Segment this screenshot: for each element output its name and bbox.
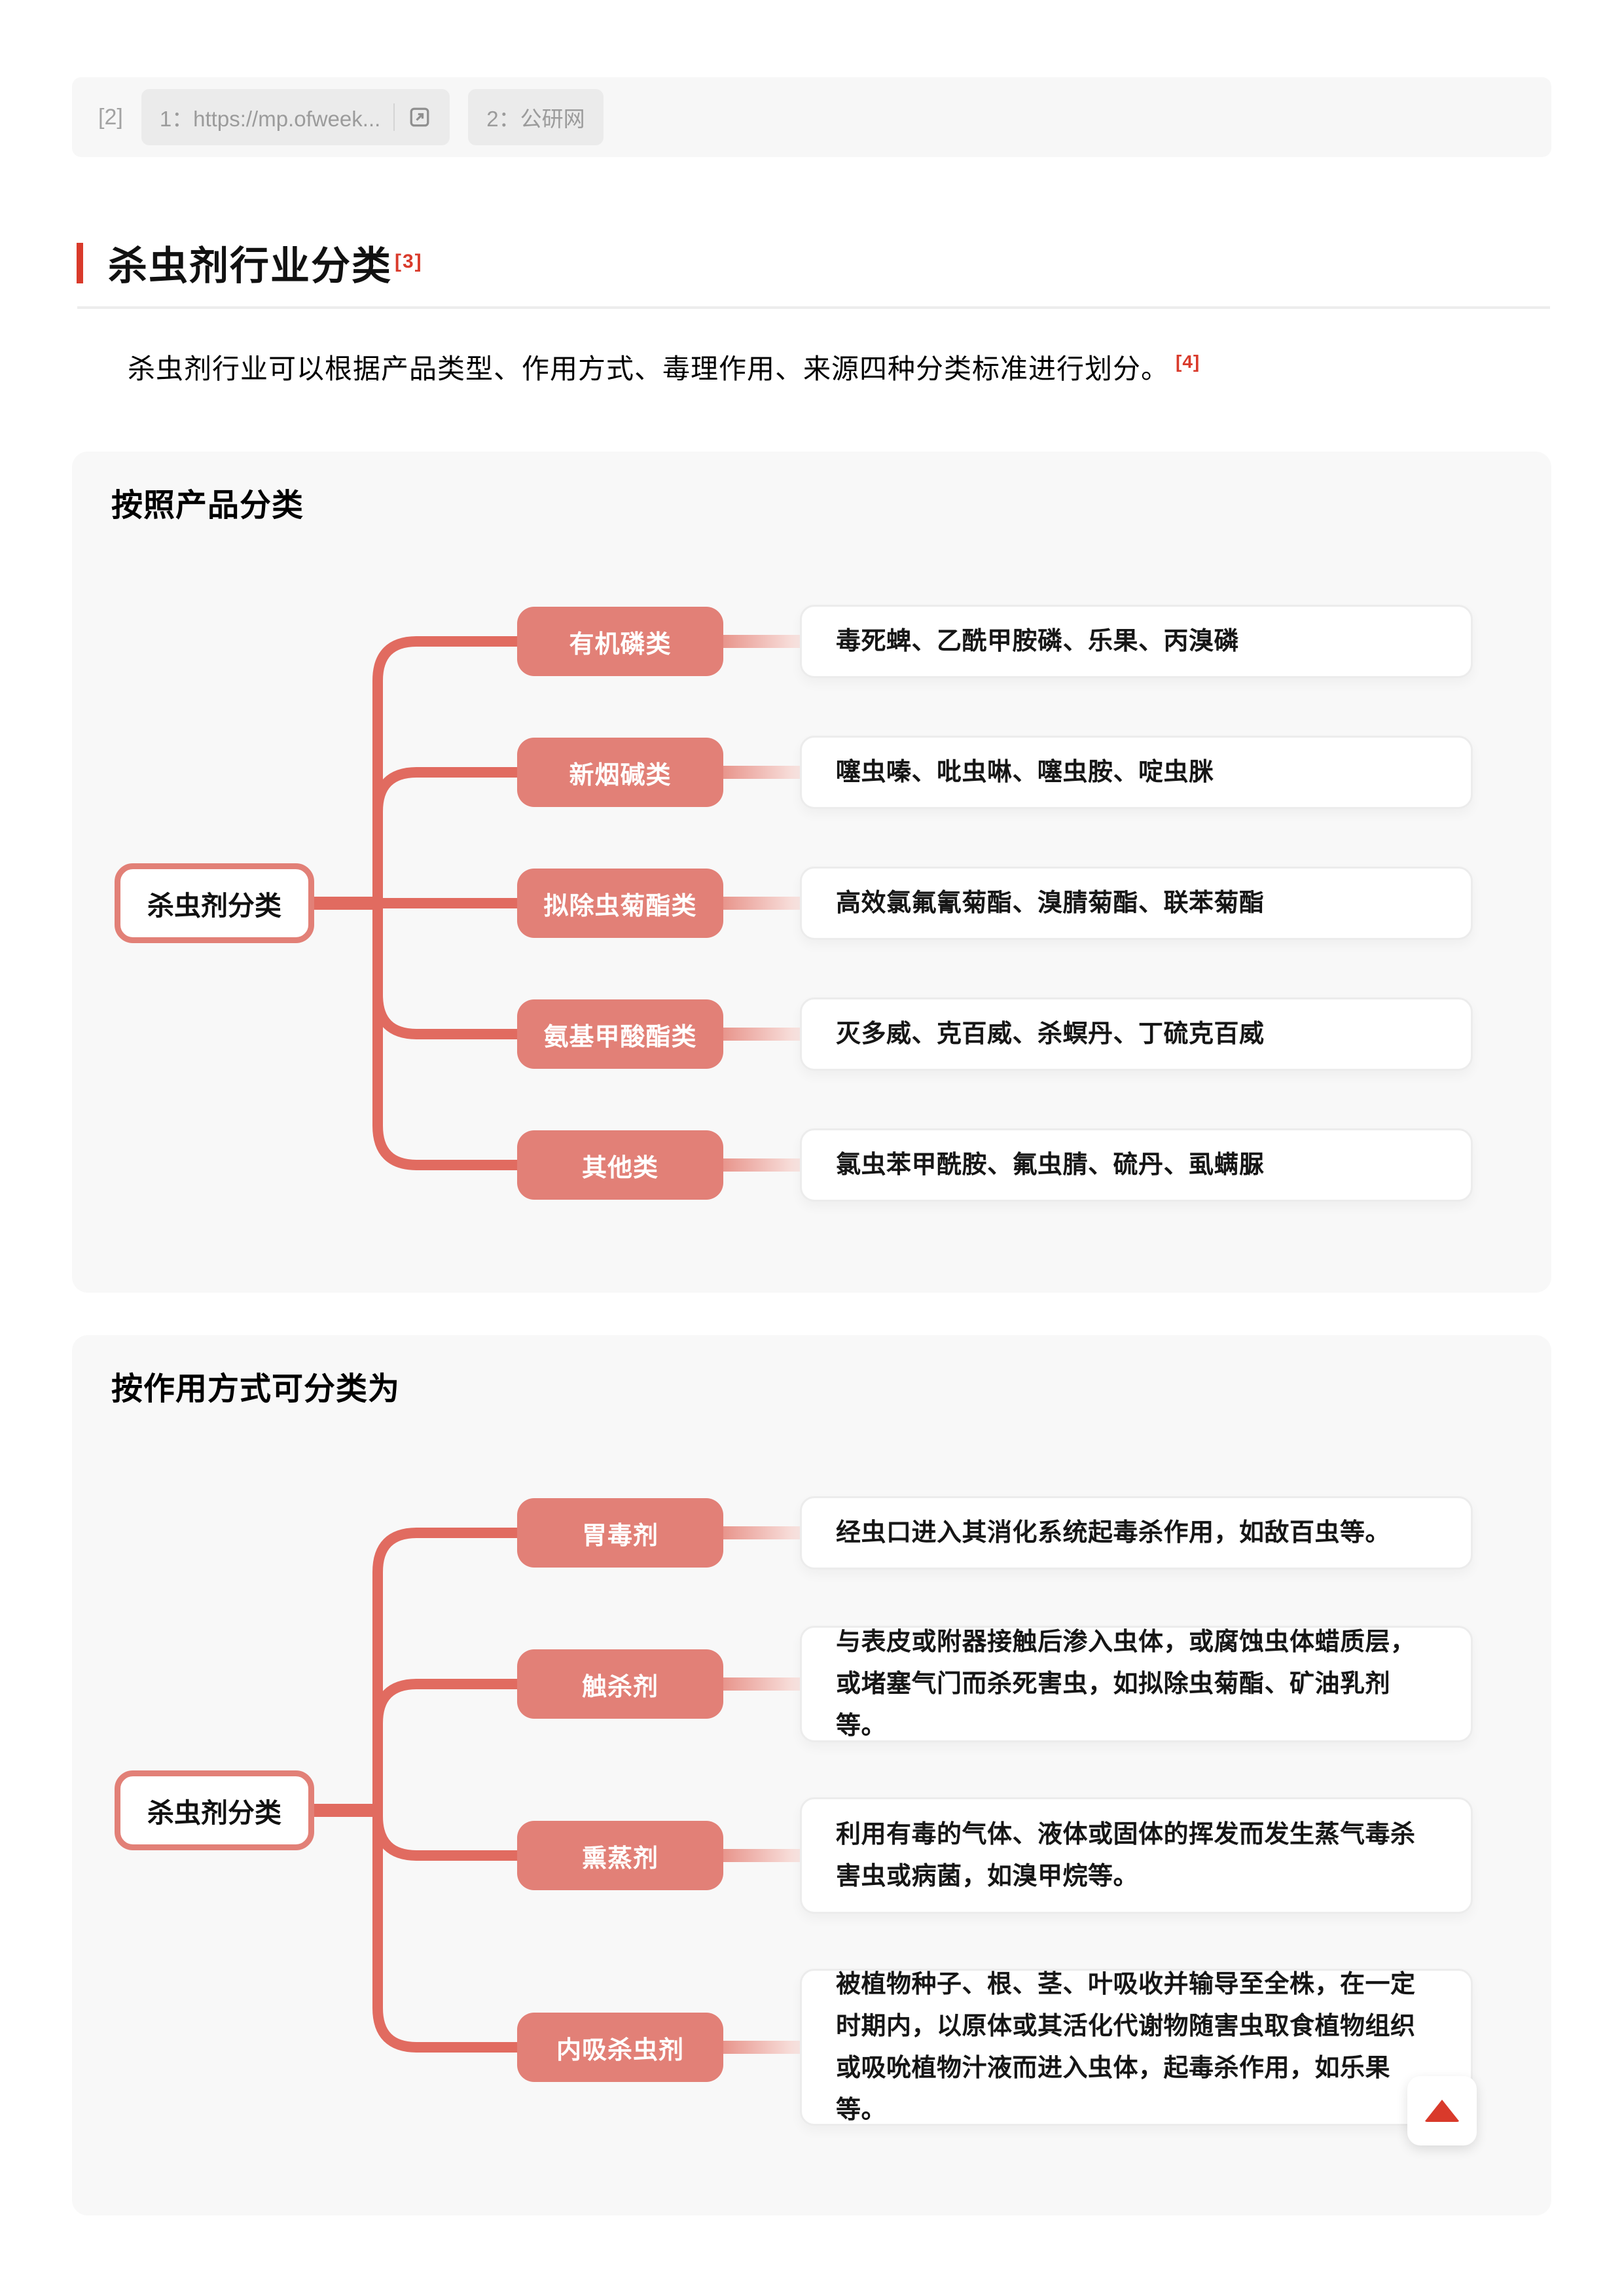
map1-desc-carbamate: 灭多威、克百威、杀螟丹、丁硫克百威 (800, 997, 1473, 1071)
intro-text: 杀虫剂行业可以根据产品类型、作用方式、毒理作用、来源四种分类标准进行划分。 (128, 353, 1170, 384)
reference-marker: [2] (98, 104, 123, 130)
map1-desc-neonicotinoid: 噻虫嗪、吡虫啉、噻虫胺、啶虫脒 (800, 736, 1473, 809)
map2-root-node: 杀虫剂分类 (115, 1770, 314, 1850)
section-title-row: 杀虫剂行业分类[3] (77, 234, 423, 291)
reference-source-label: 2：公研网 (486, 107, 585, 131)
citation-4-link[interactable]: [4] (1176, 351, 1200, 372)
map1-branch-pyrethroid: 拟除虫菊酯类 (517, 869, 723, 938)
card2-heading: 按作用方式可分类为 (111, 1372, 401, 1407)
map2-desc-stomach-poison: 经虫口进入其消化系统起毒杀作用，如敌百虫等。 (800, 1496, 1473, 1570)
map2-desc-contact-kill: 与表皮或附器接触后渗入虫体，或腐蚀虫体蜡质层，或堵塞气门而杀死害虫，如拟除虫菊酯… (800, 1626, 1473, 1742)
map1-branch-neonicotinoid: 新烟碱类 (517, 738, 723, 807)
section-title-text: 杀虫剂行业分类 (108, 244, 392, 288)
map2-branch-systemic: 内吸杀虫剂 (517, 2013, 723, 2082)
reference-link-label: 1：https://mp.ofweek... (159, 107, 381, 131)
map2-branch-fumigant: 熏蒸剂 (517, 1821, 723, 1890)
map1-root-node: 杀虫剂分类 (115, 863, 314, 943)
map2-desc-fumigant: 利用有毒的气体、液体或固体的挥发而发生蒸气毒杀害虫或病菌，如溴甲烷等。 (800, 1797, 1473, 1914)
map2-desc-systemic: 被植物种子、根、茎、叶吸收并输导至全株，在一定时期内，以原体或其活化代谢物随害虫… (800, 1969, 1473, 2126)
map2-branch-contact-kill: 触杀剂 (517, 1649, 723, 1719)
reference-pill-2[interactable]: 2：公研网 (468, 89, 604, 145)
card1-heading: 按照产品分类 (111, 488, 304, 523)
map1-branch-carbamate: 氨基甲酸酯类 (517, 999, 723, 1069)
pill-divider (393, 103, 395, 131)
title-accent-bar (77, 242, 83, 283)
external-link-icon[interactable] (408, 105, 431, 129)
back-to-top-button[interactable] (1407, 2076, 1477, 2145)
map1-branch-organophosphate: 有机磷类 (517, 607, 723, 676)
reference-bar: [2] 1：https://mp.ofweek... 2：公研网 (72, 77, 1551, 157)
map2-branch-stomach-poison: 胃毒剂 (517, 1498, 723, 1568)
citation-3-link[interactable]: [3] (395, 251, 423, 272)
map1-branch-other: 其他类 (517, 1130, 723, 1200)
map1-desc-pyrethroid: 高效氯氟氰菊酯、溴腈菊酯、联苯菊酯 (800, 867, 1473, 940)
reference-pill-1[interactable]: 1：https://mp.ofweek... (141, 89, 450, 145)
intro-paragraph: 杀虫剂行业可以根据产品类型、作用方式、毒理作用、来源四种分类标准进行划分。 [4] (128, 347, 1200, 387)
map1-desc-other: 氯虫苯甲酰胺、氟虫腈、硫丹、虱螨脲 (800, 1128, 1473, 1202)
title-divider (77, 306, 1550, 309)
map1-desc-organophosphate: 毒死蜱、乙酰甲胺磷、乐果、丙溴磷 (800, 605, 1473, 678)
section-title: 杀虫剂行业分类[3] (108, 234, 423, 291)
triangle-up-icon (1424, 2100, 1460, 2122)
